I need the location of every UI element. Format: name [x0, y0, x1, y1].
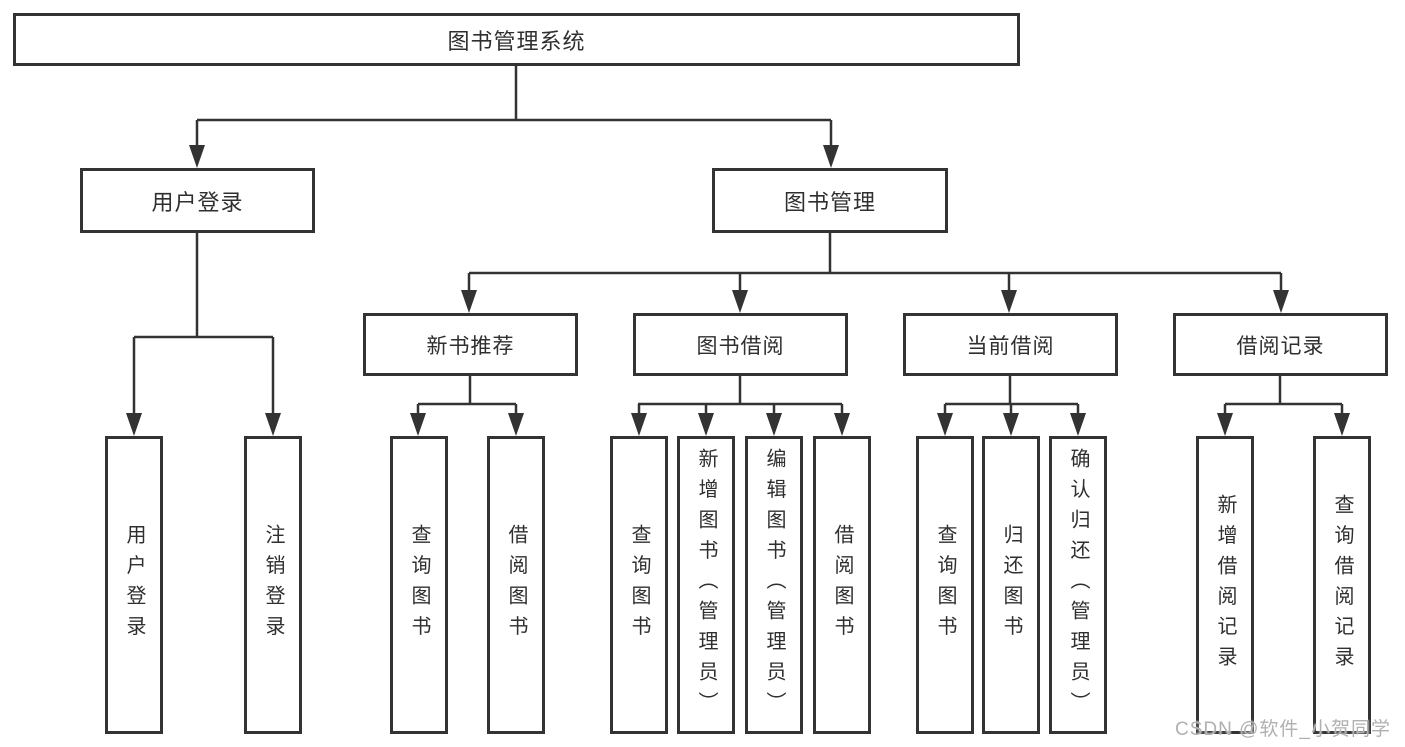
leaf-borrow-books-recommend-label: 借阅图书	[505, 524, 527, 646]
leaf-confirm-return-admin-label: 确认归还（管理员）	[1067, 448, 1089, 722]
leaf-return-books-label: 归还图书	[1000, 524, 1022, 646]
node-user-login: 用户登录	[80, 168, 315, 233]
leaf-query-books-borrow: 查询图书	[610, 436, 668, 734]
node-library-management-system: 图书管理系统	[13, 13, 1020, 66]
leaf-edit-books-admin-label: 编辑图书（管理员）	[763, 448, 785, 722]
leaf-borrow-books: 借阅图书	[813, 436, 871, 734]
node-borrow-record: 借阅记录	[1173, 313, 1388, 376]
leaf-add-borrow-record: 新增借阅记录	[1196, 436, 1254, 734]
leaf-add-borrow-record-label: 新增借阅记录	[1214, 493, 1236, 677]
node-current-borrow: 当前借阅	[903, 313, 1118, 376]
node-book-management: 图书管理	[712, 168, 948, 233]
node-book-borrow: 图书借阅	[633, 313, 848, 376]
leaf-add-books-admin-label: 新增图书（管理员）	[695, 448, 717, 722]
leaf-query-books-recommend-label: 查询图书	[408, 524, 430, 646]
leaf-borrow-books-recommend: 借阅图书	[487, 436, 545, 734]
leaf-confirm-return-admin: 确认归还（管理员）	[1049, 436, 1107, 734]
leaf-add-books-admin: 新增图书（管理员）	[677, 436, 735, 734]
arrowheads	[126, 145, 1350, 436]
leaf-query-books-current: 查询图书	[916, 436, 974, 734]
leaf-user-login: 用户登录	[105, 436, 163, 734]
watermark: CSDN @软件_小贺同学	[1175, 719, 1391, 740]
node-new-book-recommend: 新书推荐	[363, 313, 578, 376]
leaf-borrow-books-label: 借阅图书	[831, 524, 853, 646]
leaf-query-books-borrow-label: 查询图书	[628, 524, 650, 646]
leaf-query-borrow-record: 查询借阅记录	[1313, 436, 1371, 734]
leaf-query-borrow-record-label: 查询借阅记录	[1331, 493, 1353, 677]
leaf-logout: 注销登录	[244, 436, 302, 734]
leaf-query-books-recommend: 查询图书	[390, 436, 448, 734]
leaf-return-books: 归还图书	[982, 436, 1040, 734]
leaf-edit-books-admin: 编辑图书（管理员）	[745, 436, 803, 734]
leaf-query-books-current-label: 查询图书	[934, 524, 956, 646]
leaf-logout-label: 注销登录	[262, 524, 284, 646]
leaf-user-login-label: 用户登录	[123, 524, 145, 646]
connector-path	[132, 66, 1344, 415]
